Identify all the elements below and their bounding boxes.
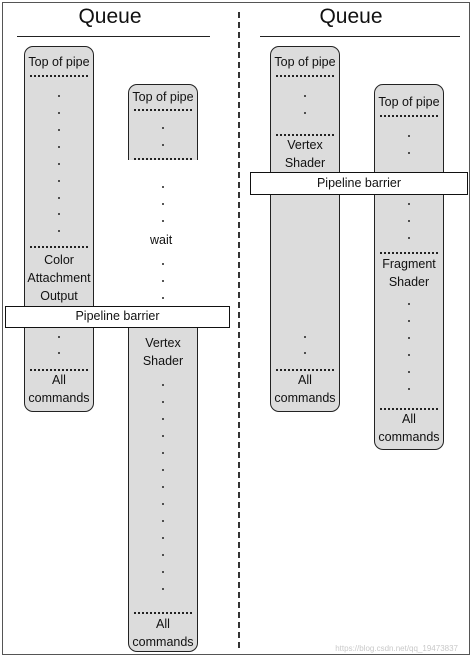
left-pipe-a bbox=[24, 46, 94, 412]
left-pipe-b-dot bbox=[162, 384, 164, 386]
left-pipe-a-stage-divider bbox=[30, 246, 88, 248]
queue-divider bbox=[238, 12, 240, 648]
watermark: https://blog.csdn.net/qq_19473837 bbox=[335, 644, 458, 653]
right-pipe-b-dot bbox=[408, 303, 410, 305]
left-pipe-b-dot bbox=[162, 554, 164, 556]
right-pipe-b-dot bbox=[408, 354, 410, 356]
right-pipe-a-end-divider bbox=[276, 369, 334, 371]
right-pipe-b-dot bbox=[408, 320, 410, 322]
left-wait-dot bbox=[162, 263, 164, 265]
left-pipe-a-dot bbox=[58, 163, 60, 165]
right-pipe-a-stage-divider bbox=[276, 134, 334, 136]
right-pipe-a-stage-label: Vertex Shader bbox=[284, 138, 326, 170]
left-pipe-b-dot bbox=[162, 418, 164, 420]
left-pipe-a-end-label: All commands bbox=[28, 373, 90, 405]
right-pipe-a bbox=[270, 46, 340, 412]
left-pipe-a-dot bbox=[58, 95, 60, 97]
right-pipe-b-stage-divider bbox=[380, 252, 438, 254]
left-pipe-b-dot bbox=[162, 435, 164, 437]
left-pipe-b-dot bbox=[162, 588, 164, 590]
right-pipe-b-end-label: All commands bbox=[378, 412, 440, 444]
left-pipe-b-dot bbox=[162, 452, 164, 454]
left-pipe-b-end-divider bbox=[134, 612, 192, 614]
right-pipe-a-dot bbox=[304, 336, 306, 338]
left-wait-dot bbox=[162, 203, 164, 205]
left-pipe-b-dot bbox=[162, 401, 164, 403]
left-pipe-a-dot bbox=[58, 336, 60, 338]
left-title-underline bbox=[17, 36, 210, 37]
right-pipe-b-top-label: Top of pipe bbox=[378, 95, 440, 109]
left-pipe-b-dot bbox=[162, 537, 164, 539]
left-pipe-a-dot bbox=[58, 146, 60, 148]
right-pipe-b-dot bbox=[408, 220, 410, 222]
right-pipe-b-dot bbox=[408, 135, 410, 137]
left-pipe-b-end-label: All commands bbox=[132, 617, 194, 649]
right-pipe-b-dot bbox=[408, 152, 410, 154]
right-queue-title: Queue bbox=[319, 5, 383, 28]
left-pipe-a-stage-label: Color Attachment Output bbox=[27, 253, 91, 303]
right-pipe-b-dot bbox=[408, 371, 410, 373]
right-pipe-a-dot bbox=[304, 95, 306, 97]
left-pipe-b-top-label: Top of pipe bbox=[132, 90, 194, 104]
left-pipe-b-top-divider bbox=[134, 109, 192, 111]
left-pipe-a-end-divider bbox=[30, 369, 88, 371]
left-wait-label: wait bbox=[150, 233, 173, 247]
left-pipe-a-dot bbox=[58, 197, 60, 199]
left-pipe-b-gap bbox=[126, 160, 200, 176]
left-pipe-a-top-divider bbox=[30, 75, 88, 77]
right-title-underline bbox=[260, 36, 460, 37]
left-pipe-b-dot bbox=[162, 571, 164, 573]
right-pipe-b-top-divider bbox=[380, 115, 438, 117]
left-wait-dot bbox=[162, 280, 164, 282]
right-pipe-a-dot bbox=[304, 112, 306, 114]
left-pipe-a-dot bbox=[58, 129, 60, 131]
right-pipe-a-top-label: Top of pipe bbox=[274, 55, 336, 69]
right-pipeline-barrier: Pipeline barrier bbox=[250, 172, 468, 195]
left-wait-dot bbox=[162, 186, 164, 188]
left-pipeline-barrier: Pipeline barrier bbox=[5, 306, 230, 328]
left-wait-dot bbox=[162, 220, 164, 222]
left-wait-dot bbox=[162, 297, 164, 299]
right-pipe-a-end-label: All commands bbox=[274, 373, 336, 405]
left-pipe-a-dot bbox=[58, 230, 60, 232]
left-pipe-b-stage-label: Vertex Shader bbox=[142, 336, 184, 368]
left-pipe-b-gap-divider bbox=[134, 158, 192, 160]
left-pipe-a-dot bbox=[58, 352, 60, 354]
left-queue-title: Queue bbox=[78, 5, 142, 28]
right-pipe-b-stage-label: Fragment Shader bbox=[382, 257, 436, 289]
right-pipe-b-dot bbox=[408, 337, 410, 339]
left-pipe-a-dot bbox=[58, 112, 60, 114]
left-pipe-a-top-label: Top of pipe bbox=[28, 55, 90, 69]
left-pipe-b-dot bbox=[162, 503, 164, 505]
left-pipe-b-dot bbox=[162, 486, 164, 488]
left-pipe-b-dot bbox=[162, 127, 164, 129]
right-pipe-b-dot bbox=[408, 203, 410, 205]
right-pipe-a-dot bbox=[304, 352, 306, 354]
left-pipe-b-dot bbox=[162, 144, 164, 146]
left-pipe-a-dot bbox=[58, 213, 60, 215]
right-pipe-b-dot bbox=[408, 388, 410, 390]
left-pipe-b-bottom-piece bbox=[128, 326, 198, 652]
right-pipe-b-end-divider bbox=[380, 408, 438, 410]
figure-frame bbox=[2, 2, 470, 655]
left-pipe-a-dot bbox=[58, 180, 60, 182]
left-pipe-b-dot bbox=[162, 520, 164, 522]
right-pipe-a-top-divider bbox=[276, 75, 334, 77]
right-pipe-b-dot bbox=[408, 237, 410, 239]
left-pipe-b-dot bbox=[162, 469, 164, 471]
